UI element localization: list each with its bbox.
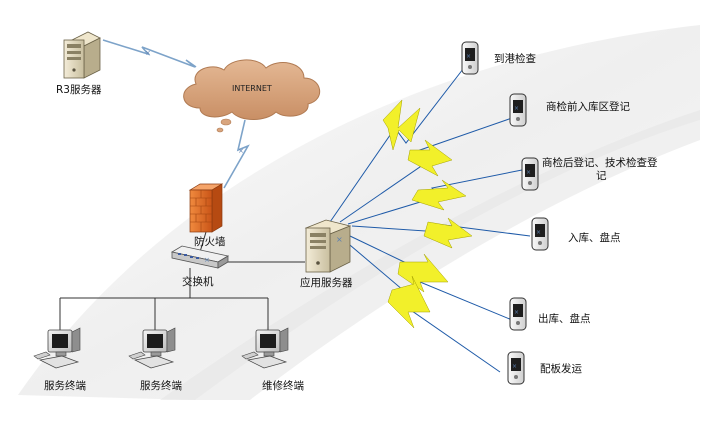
pda-3-label-line2: 记 — [596, 170, 607, 182]
switch-icon: × — [170, 245, 230, 269]
cable-firewall-switch — [199, 231, 207, 253]
tower-server-icon — [63, 31, 101, 79]
svg-text:×: × — [514, 309, 519, 316]
lightning-r3-internet — [102, 39, 197, 68]
workstation-icon — [241, 327, 289, 369]
lightning-bolt-4 — [423, 217, 473, 249]
lightning-bolt-6 — [387, 275, 431, 329]
firewall: 防火墙 — [188, 183, 226, 248]
internet-label: INTERNET — [232, 84, 272, 93]
pda-icon: × — [509, 93, 527, 127]
cloud-icon — [183, 59, 320, 120]
cloud-puff — [220, 118, 232, 126]
pda-4-label: 入库、盘点 — [568, 231, 621, 244]
tower-server-icon: × — [304, 219, 352, 273]
lightning-internet-firewall — [223, 119, 250, 189]
svg-text:×: × — [514, 105, 519, 112]
pda-3-label-line1: 商检后登记、技术检查登 — [542, 156, 658, 169]
firewall-label: 防火墙 — [194, 235, 226, 248]
lightning-bolt-5 — [397, 253, 449, 293]
pda-1: × 到港检查 — [461, 41, 536, 75]
r3-server: R3服务器 — [56, 31, 102, 96]
terminal-3: 维修终端 — [241, 327, 304, 392]
internet-cloud: INTERNET — [183, 59, 320, 133]
lightning-bolt-2 — [407, 139, 453, 177]
terminal-2: 服务终端 — [128, 327, 182, 392]
terminal-1-label: 服务终端 — [44, 379, 86, 392]
pda-2: × 商检前入库区登记 — [509, 93, 630, 127]
workstation-icon — [128, 327, 176, 369]
pda-icon: × — [521, 157, 539, 191]
cables — [59, 231, 305, 335]
pda-icon: × — [461, 41, 479, 75]
svg-text:×: × — [336, 235, 343, 244]
firewall-icon — [188, 183, 224, 233]
workstation-icon — [33, 327, 81, 369]
background-swoosh-shadow — [160, 110, 700, 400]
pda-icon: × — [509, 297, 527, 331]
switch: × 交换机 — [170, 245, 230, 288]
lightning-to-pda-1 — [329, 59, 471, 223]
pda-icon: × — [531, 217, 549, 251]
app-server: × 应用服务器 — [300, 219, 353, 289]
terminal-3-label: 维修终端 — [262, 379, 304, 392]
pda-5-label: 出库、盘点 — [538, 312, 591, 325]
svg-text:×: × — [204, 256, 210, 264]
link-x-mark: × — [238, 147, 244, 155]
pda-icon: × — [507, 351, 525, 385]
pda-3: × 商检后登记、技术检查登 记 — [521, 156, 658, 191]
background-swoosh — [18, 25, 700, 400]
cloud-puff — [216, 127, 224, 133]
svg-text:×: × — [466, 53, 471, 60]
switch-label: 交换机 — [182, 275, 214, 288]
wireless-links — [329, 59, 531, 373]
pda-6: × 配板发运 — [507, 351, 582, 385]
link-x-mark: × — [145, 49, 151, 57]
svg-text:×: × — [512, 363, 517, 370]
pda-2-label: 商检前入库区登记 — [546, 100, 630, 113]
lightning-bolt-3 — [411, 179, 467, 211]
svg-text:×: × — [526, 169, 531, 176]
pda-6-label: 配板发运 — [540, 362, 582, 375]
pda-4: × 入库、盘点 — [531, 217, 621, 251]
app-server-label: 应用服务器 — [300, 276, 353, 289]
lightning-bolt-1 — [382, 99, 421, 151]
pda-1-label: 到港检查 — [494, 52, 536, 65]
svg-text:×: × — [536, 229, 541, 236]
r3-server-label: R3服务器 — [56, 83, 102, 96]
wan-links: × × — [102, 39, 250, 189]
terminal-2-label: 服务终端 — [140, 379, 182, 392]
terminal-1: 服务终端 — [33, 327, 86, 392]
pda-5: × 出库、盘点 — [509, 297, 591, 331]
